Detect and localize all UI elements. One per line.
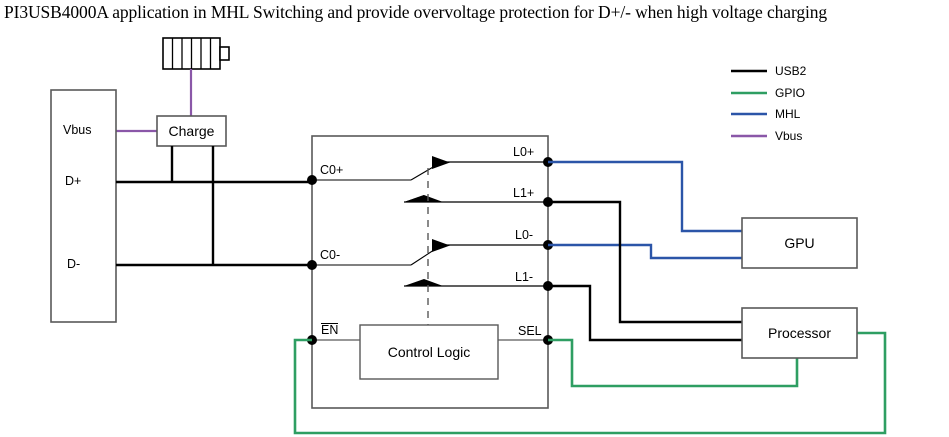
processor-label: Processor <box>767 325 832 341</box>
processor-box <box>741 307 858 359</box>
connector-pin-vbus: Vbus <box>63 123 92 137</box>
ic-pin-l1p: L1+ <box>513 186 535 200</box>
ic-pin-sel: SEL <box>518 324 542 338</box>
legend-item-usb2: USB2 <box>775 64 807 78</box>
mhl-wires <box>548 160 742 260</box>
charge-label: Charge <box>168 123 215 139</box>
charge-box <box>156 115 227 147</box>
connector-pin-dplus: D+ <box>65 174 82 188</box>
ic-pin-c0p: C0+ <box>320 163 344 177</box>
gpu-box <box>741 217 858 269</box>
ic-pin-l0m: L0- <box>515 228 534 242</box>
ic-switch-internals <box>312 156 548 341</box>
legend-item-gpio: GPIO <box>775 86 806 100</box>
legend-swatches <box>731 69 767 138</box>
usb-connector-box <box>50 89 117 323</box>
usb2-front-wires <box>116 146 312 267</box>
usb2-back-wires <box>548 200 742 342</box>
ic-pin-l0p: L0+ <box>513 145 535 159</box>
ic-pin-en: EN <box>321 323 339 337</box>
ic-pin-l1m: L1- <box>515 270 534 284</box>
control-logic-box <box>359 324 499 380</box>
page-title: PI3USB4000A application in MHL Switching… <box>4 2 828 22</box>
battery-icon <box>162 37 230 70</box>
gpu-label: GPU <box>784 235 815 251</box>
ic-pin-en-text: EN <box>321 323 339 337</box>
gpio-wires <box>293 331 887 435</box>
legend-item-mhl: MHL <box>775 107 801 121</box>
ic-pin-c0m: C0- <box>320 248 341 262</box>
control-logic-label: Control Logic <box>387 344 471 360</box>
connector-pin-dminus: D- <box>67 257 81 271</box>
legend-item-vbus: Vbus <box>775 129 803 143</box>
